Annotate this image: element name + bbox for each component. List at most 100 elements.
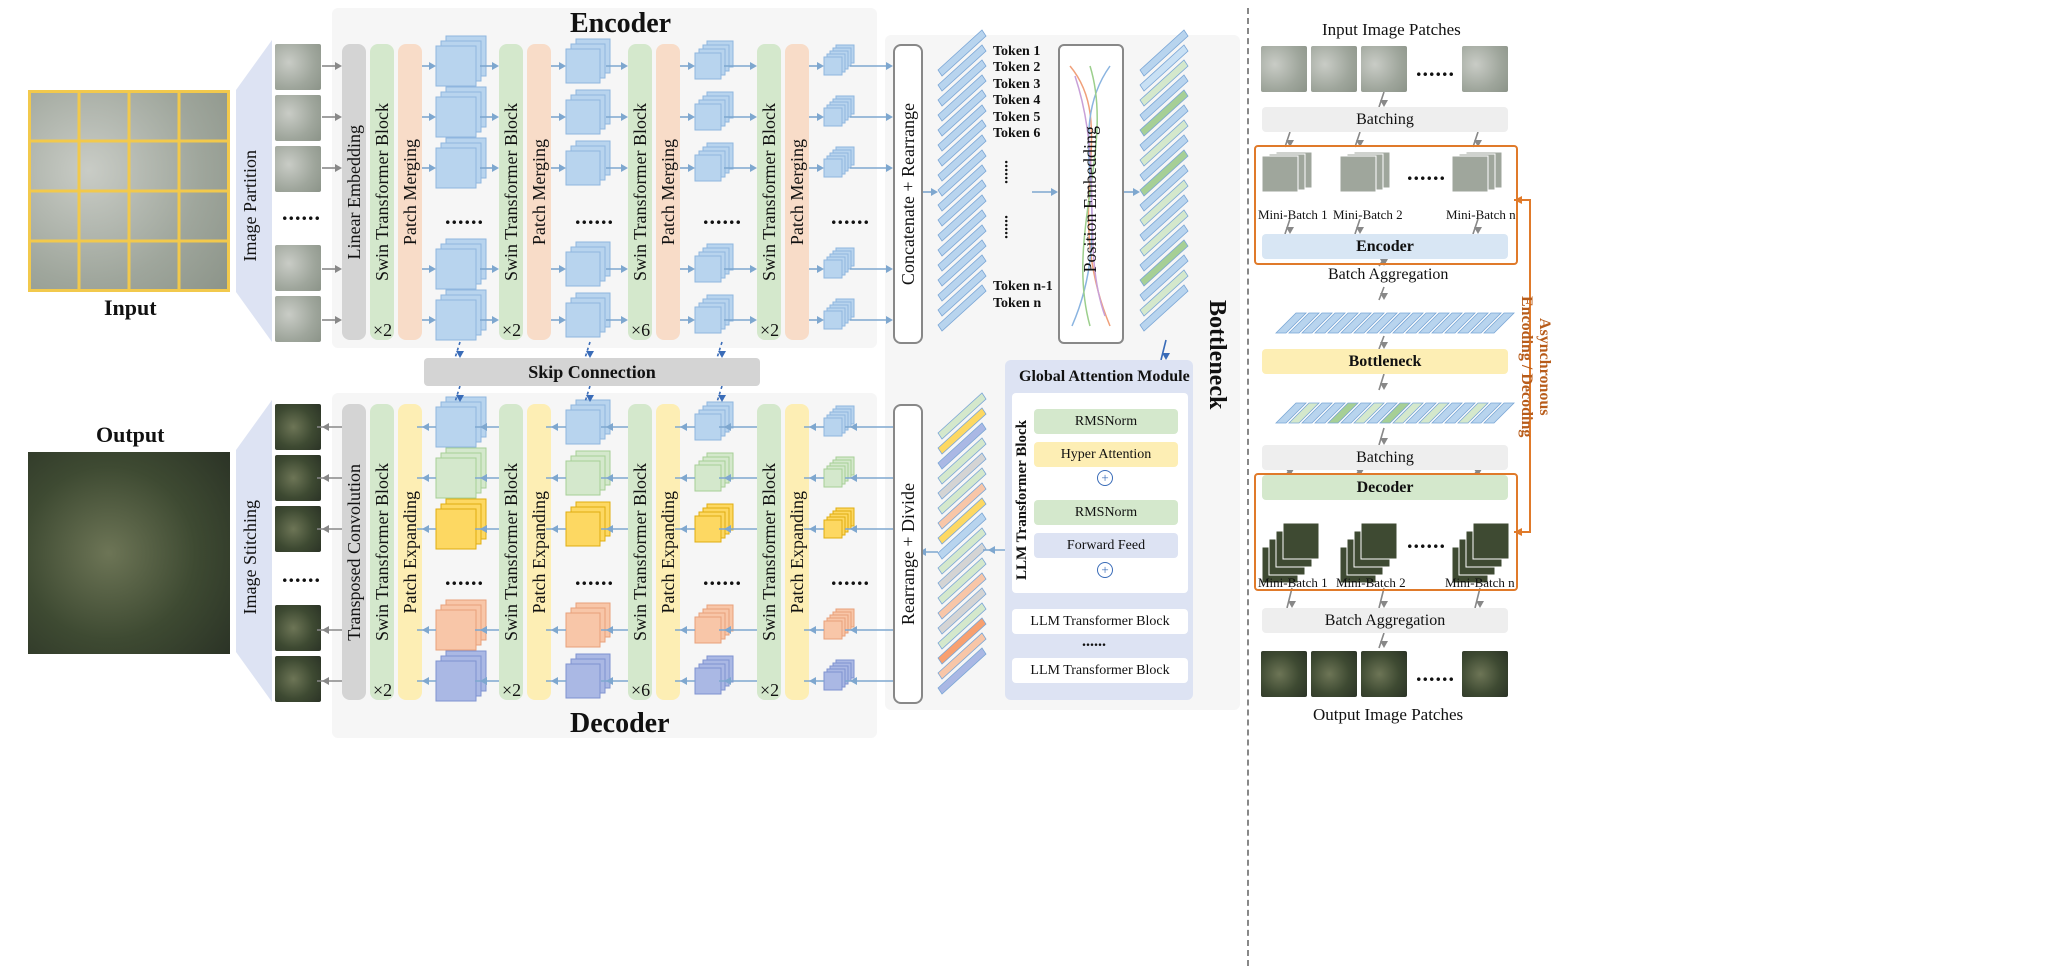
arrowhead [809, 423, 816, 431]
feature-map [435, 457, 477, 499]
arrowhead [680, 474, 687, 482]
swin-block-dec-3: Swin Transformer Block [628, 404, 652, 700]
patch-merging-1: Patch Merging [398, 44, 422, 340]
feature-map [694, 667, 722, 695]
decoder-title: Decoder [570, 708, 670, 739]
embedded-token-strip [1139, 224, 1189, 272]
token-strip [937, 179, 987, 227]
arrowhead [750, 62, 757, 70]
token-label: Token n [993, 296, 1042, 311]
arrowhead [688, 113, 695, 121]
feature-map [694, 52, 722, 80]
embedded-token-strip [1139, 209, 1189, 257]
feature-map [694, 464, 722, 492]
arrowhead [817, 113, 824, 121]
multiplier: ×2 [373, 320, 393, 340]
token-strip [937, 89, 987, 137]
mini-batch-label: Mini-Batch 1 [1258, 575, 1328, 590]
add-node-1: + [1097, 470, 1113, 486]
feature-map [694, 413, 722, 441]
forward-feed: Forward Feed [1034, 533, 1178, 558]
position-embedding: Position Embedding [1058, 44, 1124, 344]
arrowhead [559, 164, 566, 172]
arrowhead [724, 677, 731, 685]
right-embedded-token [1405, 402, 1437, 424]
output-token-strip [937, 482, 987, 530]
input-patch [275, 245, 321, 291]
arrowhead [1474, 469, 1482, 476]
mini-batch-label: Mini-Batch n [1445, 575, 1515, 590]
ellipsis: ...... [831, 565, 870, 590]
arrowhead [422, 626, 429, 634]
section-divider [1247, 8, 1249, 966]
token-strip [937, 149, 987, 197]
position-embedding-label: Position Embedding [1080, 126, 1100, 273]
mini-batch-patch [1261, 155, 1299, 193]
feature-map [435, 406, 477, 448]
output-token-strip [937, 512, 987, 560]
arrowhead [480, 423, 487, 431]
arrowhead [724, 626, 731, 634]
arrowhead [559, 62, 566, 70]
multiplier: ×6 [631, 320, 651, 340]
output-token-strip [937, 497, 987, 545]
ellipsis: ...... [1416, 661, 1455, 686]
output-token-strip [937, 392, 987, 440]
flow-arrow [1378, 427, 1385, 446]
arrowhead [551, 423, 558, 431]
mini-batch-label: Mini-Batch 2 [1336, 575, 1406, 590]
mini-batch-patch [1339, 155, 1377, 193]
feature-map [565, 663, 601, 699]
arrowhead [809, 626, 816, 634]
feature-map [435, 96, 477, 138]
arrowhead [335, 113, 342, 121]
token-vellipsis: ...... [1001, 160, 1018, 184]
arrowhead [750, 316, 757, 324]
right-encoder: Encoder [1262, 234, 1508, 259]
ellipsis: ...... [282, 200, 321, 225]
mini-batch-patch [1360, 522, 1398, 560]
flow-arrow [454, 341, 461, 359]
arrowhead [559, 265, 566, 273]
flow-arrow [1472, 218, 1479, 235]
arrowhead [1380, 100, 1388, 107]
right-embedded-token [1392, 402, 1424, 424]
token-strip [937, 194, 987, 242]
output-patch [1361, 651, 1407, 697]
output-label: Output [96, 422, 165, 447]
arrowhead [480, 626, 487, 634]
embedded-token-strip [1139, 119, 1189, 167]
image-stitching-shape [236, 400, 272, 702]
arrowhead [1286, 140, 1294, 147]
feature-map [823, 417, 843, 437]
right-embedded-token [1327, 402, 1359, 424]
right-token [1288, 312, 1320, 334]
right-embedded-token [1288, 402, 1320, 424]
feature-map [694, 154, 722, 182]
feature-map [565, 511, 601, 547]
arrowhead [1380, 293, 1388, 300]
arrowhead [750, 113, 757, 121]
swin-block-dec-2: Swin Transformer Block [499, 404, 523, 700]
feature-map [823, 107, 843, 127]
token-label: Token 1 [993, 44, 1041, 59]
llm-block-label: LLM Transformer Block [1014, 420, 1030, 580]
ellipsis: ...... [1407, 160, 1446, 185]
swin-block-enc-3: Swin Transformer Block [628, 44, 652, 340]
right-embedded-token [1275, 402, 1307, 424]
patch-merging-2: Patch Merging [527, 44, 551, 340]
right-token [1353, 312, 1385, 334]
flow-arrow [584, 385, 591, 403]
transposed-convolution: Transposed Convolution [342, 404, 366, 700]
right-embedded-token [1418, 402, 1450, 424]
arrowhead [724, 423, 731, 431]
token-strip [937, 224, 987, 272]
concat-rearrange: Concatenate + Rearrange [893, 44, 923, 344]
right-token [1275, 312, 1307, 334]
arrowhead [1356, 140, 1364, 147]
arrowhead [1380, 641, 1388, 648]
ellipsis: ...... [282, 562, 321, 587]
token-label: Token 6 [993, 126, 1041, 141]
output-token-strip [937, 407, 987, 455]
ellipsis: ...... [1416, 56, 1455, 81]
